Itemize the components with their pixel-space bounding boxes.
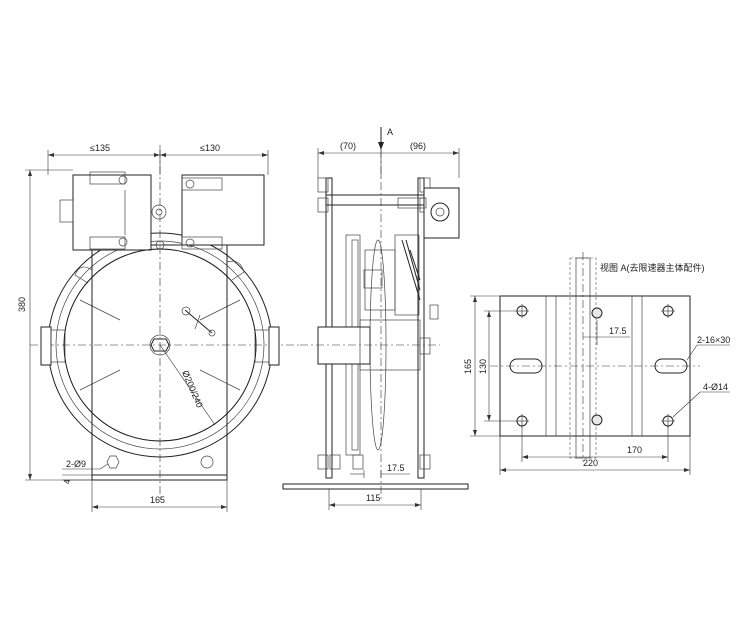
view-a: 视图 A(去限速器主体配件) 17.5 <box>463 252 730 475</box>
dim-height: 380 <box>17 297 27 312</box>
dim-bottom: 165 <box>150 495 165 505</box>
dim-top-left: ≤135 <box>90 143 110 153</box>
side-view: A (70) (96) <box>282 127 469 510</box>
hole-label: 2-Ø9 <box>66 459 86 469</box>
side-dim-right: (96) <box>410 141 426 151</box>
front-view: Ø200/240 ≤135 ≤130 380 2-Ø9 4 165 <box>17 143 300 512</box>
side-dim-base: 115 <box>366 493 380 503</box>
view-arrow-label: A <box>387 127 393 137</box>
right-switch-housing <box>181 174 265 246</box>
pulley-diameter-label: Ø200/240 <box>180 369 205 409</box>
view-a-title: 视图 A(去限速器主体配件) <box>600 262 705 273</box>
side-dim-offset: 17.5 <box>387 463 405 473</box>
base-plate <box>91 474 228 481</box>
slot-right <box>654 358 688 374</box>
pulley <box>63 248 257 442</box>
plate-thickness: 4 <box>63 479 72 484</box>
view-a-dim-width-outer: 220 <box>583 458 598 468</box>
side-dim-left: (70) <box>340 141 356 151</box>
view-a-hole-label: 4-Ø14 <box>703 382 728 392</box>
left-switch-housing <box>72 174 152 251</box>
view-a-dim-height-inner: 130 <box>478 359 488 374</box>
view-a-dim-offset: 17.5 <box>609 326 627 336</box>
side-base-plate <box>282 483 469 490</box>
view-a-dim-width-inner: 170 <box>627 445 642 455</box>
dim-top-right: ≤130 <box>200 143 220 153</box>
view-a-dim-height-outer: 165 <box>463 359 473 374</box>
slot-label: 2-16×30 <box>697 335 730 345</box>
slot-left <box>509 358 543 374</box>
